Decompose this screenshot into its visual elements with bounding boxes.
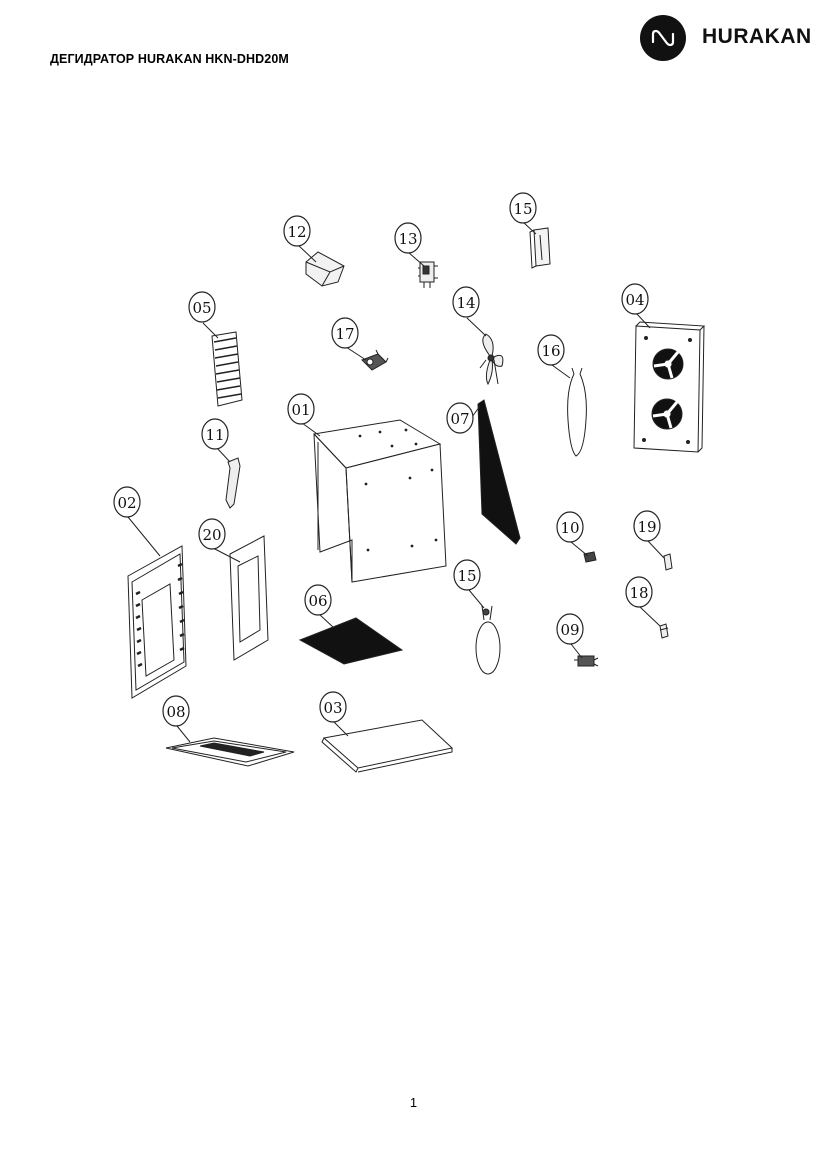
part-01-drawing: [312, 419, 447, 583]
part-13-drawing: [418, 261, 438, 288]
callout-04: 04: [621, 283, 649, 315]
part-20-drawing: [229, 535, 269, 661]
part-05-drawing: [211, 331, 243, 407]
part-19-drawing: [663, 553, 673, 571]
callout-06: 06: [304, 584, 332, 616]
callout-17-label: 17: [335, 325, 354, 343]
part-08-drawing: [165, 737, 295, 767]
callout-09: 09: [556, 613, 584, 645]
callout-01: 01: [287, 393, 315, 425]
callout-15-top: 15: [509, 192, 537, 224]
callout-19-label: 19: [637, 518, 656, 536]
callout-03: 03: [319, 691, 347, 723]
callout-05-label: 05: [192, 299, 211, 317]
part-06-drawing: [298, 617, 404, 665]
part-11-drawing: [225, 457, 241, 509]
part-12-drawing: [305, 251, 345, 287]
callout-12: 12: [283, 215, 311, 247]
callout-02-label: 02: [117, 494, 136, 512]
callout-09-label: 09: [560, 621, 579, 639]
brand-logo: HURAKAN: [640, 15, 815, 61]
callout-13-label: 13: [398, 230, 417, 248]
callout-08: 08: [162, 695, 190, 727]
part-03-drawing: [321, 719, 454, 773]
callout-16: 16: [537, 334, 565, 366]
part-15-heater-drawing: [475, 605, 501, 675]
part-16-drawing: [567, 367, 587, 457]
hurakan-logo-icon: [640, 15, 686, 61]
callout-15-heater-label: 15: [457, 567, 476, 585]
document-title: ДЕГИДРАТОР HURAKAN HKN-DHD20M: [50, 52, 289, 66]
part-17-drawing: [361, 349, 389, 371]
callout-07: 07: [446, 402, 474, 434]
callout-03-label: 03: [323, 699, 342, 717]
callout-14: 14: [452, 286, 480, 318]
callout-13: 13: [394, 222, 422, 254]
page-number: 1: [409, 1095, 418, 1110]
callout-19: 19: [633, 510, 661, 542]
callout-04-label: 04: [625, 291, 644, 309]
callout-02: 02: [113, 486, 141, 518]
callout-labels: 12 13 15 05 17 14 16 04 11 01 07 02 20 0…: [113, 192, 661, 727]
callout-08-label: 08: [166, 703, 185, 721]
callout-18: 18: [625, 576, 653, 608]
callout-07-label: 07: [450, 410, 469, 428]
callout-17: 17: [331, 317, 359, 349]
part-04-drawing: [633, 321, 706, 453]
callout-20: 20: [198, 518, 226, 550]
part-10-drawing: [583, 551, 597, 563]
part-18-drawing: [659, 623, 669, 639]
part-02-drawing: [127, 545, 187, 699]
callout-15-heater: 15: [453, 559, 481, 591]
part-14-drawing: [479, 333, 504, 386]
callout-15-top-label: 15: [513, 200, 532, 218]
callout-06-label: 06: [308, 592, 327, 610]
callout-16-label: 16: [541, 342, 560, 360]
part-15-bracket-drawing: [529, 227, 551, 269]
callout-14-label: 14: [456, 294, 475, 312]
callout-18-label: 18: [629, 584, 648, 602]
part-09-drawing: [574, 655, 599, 667]
callout-12-label: 12: [287, 223, 306, 241]
callout-10-label: 10: [560, 519, 579, 537]
callout-11-label: 11: [205, 426, 224, 444]
callout-10: 10: [556, 511, 584, 543]
callout-11: 11: [201, 418, 229, 450]
callout-20-label: 20: [202, 526, 221, 544]
callout-01-label: 01: [291, 401, 310, 419]
brand-name: HURAKAN: [702, 25, 812, 48]
callout-05: 05: [188, 291, 216, 323]
part-07-drawing: [477, 399, 521, 545]
